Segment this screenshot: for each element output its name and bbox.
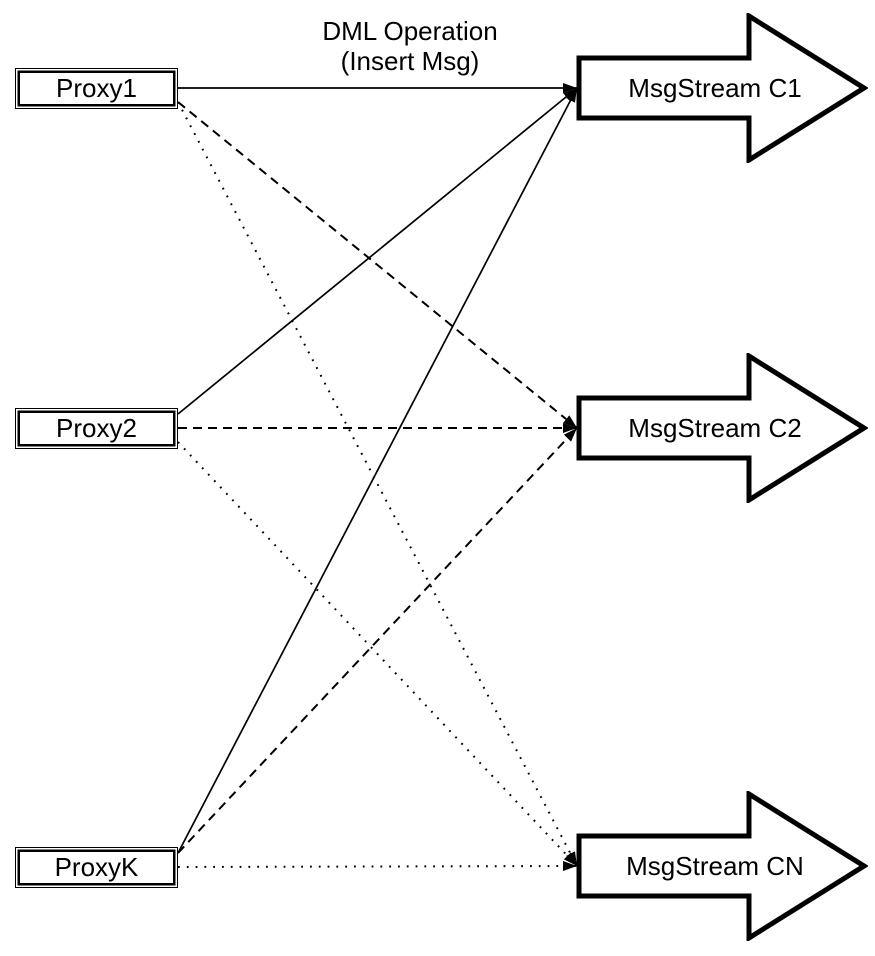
proxy-node-proxy1: Proxy1 — [15, 68, 178, 109]
block-arrow-shape — [576, 353, 868, 503]
proxy-node-label: Proxy2 — [56, 413, 137, 443]
stream-node-label: MsgStream C2 — [628, 412, 802, 443]
edge-proxyk-c2-dashed — [177, 427, 578, 854]
proxy-node-proxyk: ProxyK — [15, 847, 178, 888]
stream-node-c2: MsgStream C2 — [576, 353, 868, 503]
diagram-title-line2: (Insert Msg) — [340, 46, 480, 76]
proxy-node-label: ProxyK — [54, 852, 139, 882]
edge-proxyk-c1-solid — [177, 87, 578, 854]
stream-node-label: MsgStream CN — [626, 850, 804, 881]
stream-node-c1: MsgStream C1 — [576, 13, 868, 163]
proxy-node-proxy2: Proxy2 — [15, 408, 178, 449]
stream-node-cn: MsgStream CN — [576, 791, 868, 941]
diagram-title-line1: DML Operation — [322, 16, 498, 46]
block-arrow-shape — [576, 791, 868, 941]
block-arrow-shape — [576, 13, 868, 163]
proxy-node-label: Proxy1 — [56, 73, 137, 103]
edge-proxy1-c2-dashed — [177, 101, 578, 429]
edge-proxy1-cn-dotted — [177, 101, 578, 867]
edge-proxyk-cn-dotted — [177, 861, 578, 872]
edge-proxy2-cn-dotted — [177, 441, 578, 867]
diagram-title: DML Operation (Insert Msg) — [280, 16, 540, 76]
stream-node-label: MsgStream C1 — [628, 72, 802, 103]
edge-proxy2-c1-solid — [177, 87, 578, 415]
